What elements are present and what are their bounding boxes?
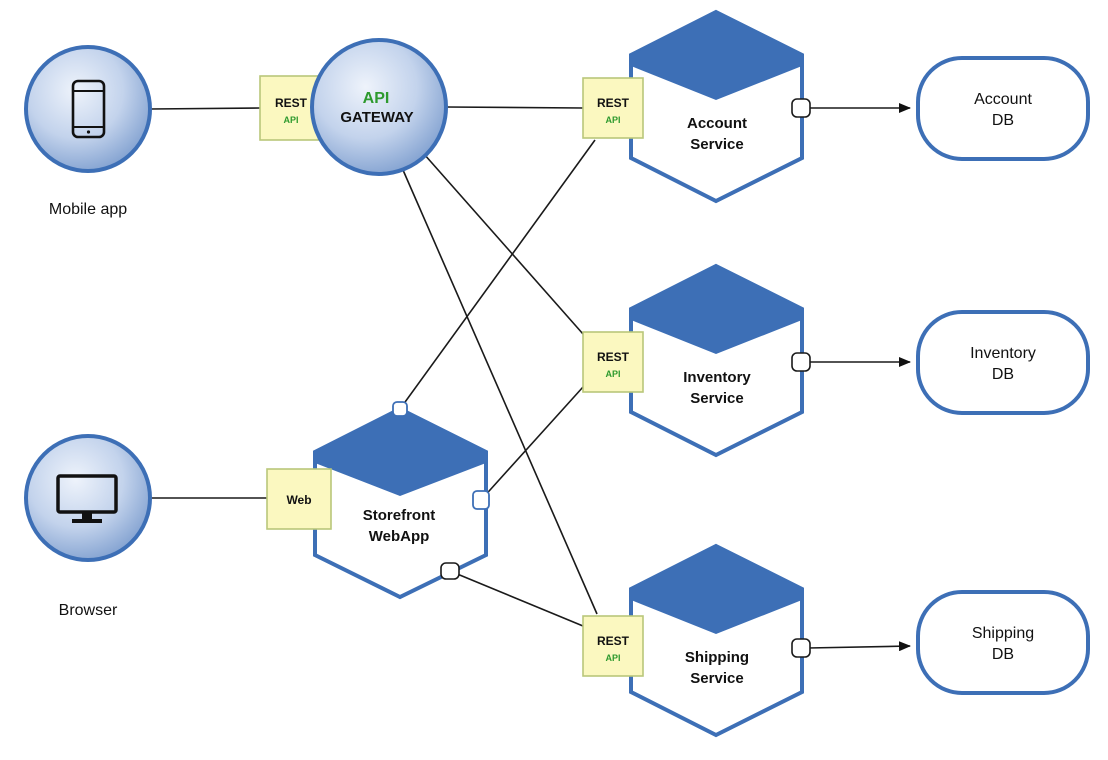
- account-service-node: REST API Account Service: [582, 9, 811, 204]
- inventory-db-node: Inventory DB: [916, 310, 1090, 415]
- webapp-right-port: [472, 490, 490, 510]
- mobile-phone-icon: [71, 79, 106, 139]
- connectors: [149, 103, 911, 652]
- account-rest-api-interface: [582, 77, 644, 139]
- inventory-interface-rest-label: REST: [597, 350, 630, 364]
- inventory-interface-api-label: API: [605, 369, 620, 379]
- account-db-node: Account DB: [916, 56, 1090, 161]
- mobile-app-node: Mobile app: [24, 45, 152, 218]
- inventory-output-port: [791, 352, 811, 372]
- webapp-to-account-line: [399, 139, 596, 410]
- account-db-line2: DB: [992, 112, 1014, 129]
- mobile-to-gateway-line: [149, 107, 261, 110]
- inventory-rest-api-interface: [582, 331, 644, 393]
- shipping-to-db-arrow: [807, 641, 911, 652]
- shipping-service-line1: Shipping: [685, 649, 749, 666]
- webapp-top-port: [392, 401, 408, 417]
- account-interface-api-label: API: [605, 115, 620, 125]
- account-db-line1: Account: [974, 91, 1032, 108]
- gateway-to-account-line: [445, 106, 584, 109]
- mobile-app-label: Mobile app: [49, 201, 127, 218]
- shipping-interface-rest-label: REST: [597, 634, 630, 648]
- inventory-service-line2: Service: [690, 390, 743, 407]
- gateway-api-label: API: [363, 90, 390, 107]
- shipping-output-port: [791, 638, 811, 658]
- inventory-db-line2: DB: [992, 366, 1014, 383]
- inventory-db-line1: Inventory: [970, 345, 1036, 362]
- api-gateway-node: REST API API GATEWAY: [259, 38, 448, 176]
- account-service-line1: Account: [687, 115, 747, 132]
- webapp-name-line1: Storefront: [363, 507, 436, 524]
- webapp-bottom-port: [440, 562, 460, 580]
- gateway-interface-api-label: API: [283, 115, 298, 125]
- shipping-db-line2: DB: [992, 646, 1014, 663]
- webapp-web-interface: [266, 468, 332, 530]
- storefront-webapp-node: Web Storefront WebApp: [266, 401, 490, 600]
- gateway-to-shipping-line: [402, 169, 598, 615]
- account-output-port: [791, 98, 811, 118]
- webapp-to-shipping-line: [449, 570, 584, 627]
- webapp-interface-label: Web: [286, 493, 311, 507]
- webapp-name-line2: WebApp: [369, 528, 430, 545]
- gateway-interface-rest-label: REST: [275, 96, 308, 110]
- account-service-line2: Service: [690, 136, 743, 153]
- shipping-service-line2: Service: [690, 670, 743, 687]
- shipping-db-line1: Shipping: [972, 625, 1034, 642]
- browser-label: Browser: [59, 602, 118, 619]
- webapp-to-inventory-line: [480, 386, 584, 501]
- shipping-interface-api-label: API: [605, 653, 620, 663]
- inventory-service-node: REST API Inventory Service: [582, 263, 811, 458]
- gateway-to-inventory-line: [423, 153, 584, 335]
- shipping-rest-api-interface: [582, 615, 644, 677]
- shipping-db-node: Shipping DB: [916, 590, 1090, 695]
- gateway-title-label: GATEWAY: [340, 109, 413, 126]
- inventory-service-line1: Inventory: [683, 369, 751, 386]
- shipping-service-node: REST API Shipping Service: [582, 543, 811, 738]
- account-interface-rest-label: REST: [597, 96, 630, 110]
- browser-node: Browser: [24, 434, 152, 619]
- monitor-icon: [56, 474, 118, 523]
